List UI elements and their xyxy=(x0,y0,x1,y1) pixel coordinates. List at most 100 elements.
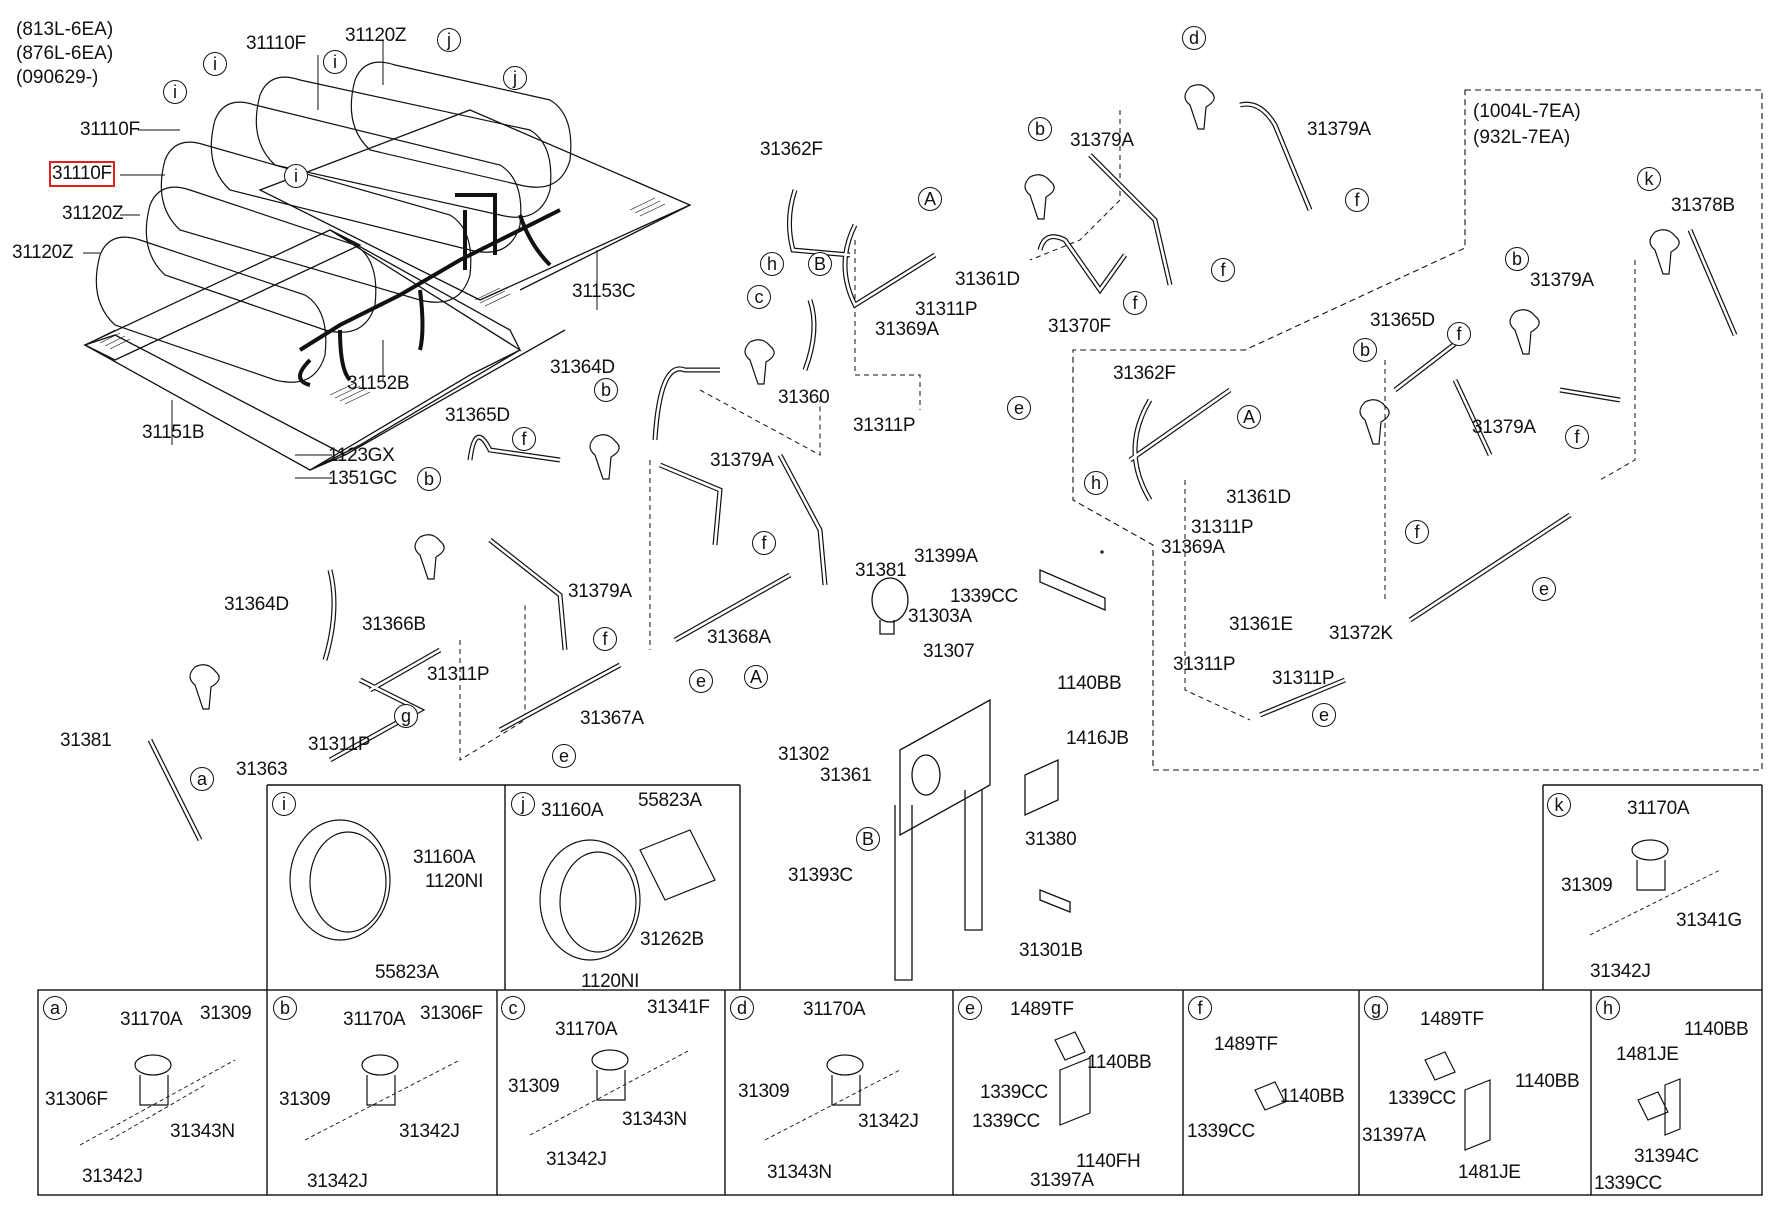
callout-e[interactable]: e xyxy=(1312,703,1336,727)
part-label[interactable]: 31379A xyxy=(568,581,632,602)
part-label[interactable]: 31362F xyxy=(1113,363,1176,384)
part-label[interactable]: 31379A xyxy=(710,450,774,471)
part-label[interactable]: 31393C xyxy=(788,865,853,886)
part-label[interactable]: 1140BB xyxy=(1684,1019,1749,1040)
part-label[interactable]: 31307 xyxy=(923,641,975,662)
part-label[interactable]: 31360 xyxy=(778,387,830,408)
part-label[interactable]: 31379A xyxy=(1472,417,1536,438)
part-label[interactable]: 1351GC xyxy=(328,468,397,489)
callout-h[interactable]: h xyxy=(1084,471,1108,495)
part-label[interactable]: 1120NI xyxy=(425,871,484,892)
part-label[interactable]: 31379A xyxy=(1070,130,1134,151)
part-label[interactable]: 31379A xyxy=(1530,270,1594,291)
callout-j[interactable]: j xyxy=(437,28,461,52)
part-label[interactable]: 31368A xyxy=(707,627,771,648)
callout-e[interactable]: e xyxy=(552,744,576,768)
callout-h[interactable]: h xyxy=(760,252,784,276)
part-label[interactable]: 31343N xyxy=(170,1121,235,1142)
part-label[interactable]: 31341G xyxy=(1676,910,1742,931)
callout-b[interactable]: b xyxy=(1353,338,1377,362)
callout-f[interactable]: f xyxy=(1565,425,1589,449)
part-label[interactable]: 55823A xyxy=(638,790,702,811)
part-label[interactable]: 1123GX xyxy=(328,445,395,466)
part-label[interactable]: 31361D xyxy=(1226,487,1291,508)
part-label[interactable]: 31397A xyxy=(1030,1170,1094,1191)
part-label[interactable]: 1489TF xyxy=(1420,1009,1484,1030)
part-label[interactable]: 1489TF xyxy=(1010,999,1074,1020)
part-label[interactable]: 31311P xyxy=(1173,654,1236,675)
part-label[interactable]: 1339CC xyxy=(1388,1088,1456,1109)
part-label[interactable]: 1140FH xyxy=(1076,1151,1141,1172)
callout-k[interactable]: k xyxy=(1637,167,1661,191)
callout-c[interactable]: c xyxy=(747,285,771,309)
part-label[interactable]: 31160A xyxy=(413,847,476,868)
callout-f[interactable]: f xyxy=(1123,291,1147,315)
callout-b[interactable]: b xyxy=(417,467,441,491)
part-label[interactable]: 31120Z xyxy=(345,25,407,46)
part-label[interactable]: 31342J xyxy=(307,1171,368,1192)
part-label[interactable]: 31170A xyxy=(343,1009,406,1030)
part-label[interactable]: 31170A xyxy=(555,1019,618,1040)
part-label[interactable]: 31311P xyxy=(1191,517,1254,538)
callout-f[interactable]: f xyxy=(593,627,617,651)
part-label[interactable]: 31110F xyxy=(246,33,306,54)
part-label[interactable]: 31379A xyxy=(1307,119,1371,140)
callout-B[interactable]: B xyxy=(808,252,832,276)
part-label[interactable]: 31301B xyxy=(1019,940,1083,961)
part-label[interactable]: 55823A xyxy=(375,962,439,983)
part-label[interactable]: 31170A xyxy=(1627,798,1690,819)
callout-A[interactable]: A xyxy=(918,187,942,211)
part-label[interactable]: 31311P xyxy=(427,664,490,685)
part-label[interactable]: 1339CC xyxy=(980,1082,1048,1103)
callout-e[interactable]: e xyxy=(689,669,713,693)
part-label[interactable]: 31309 xyxy=(1561,875,1613,896)
part-label[interactable]: 31170A xyxy=(120,1009,183,1030)
part-label[interactable]: 1140BB xyxy=(1515,1071,1580,1092)
part-label[interactable]: 1416JB xyxy=(1066,728,1129,749)
callout-A[interactable]: A xyxy=(744,665,768,689)
part-label[interactable]: 31369A xyxy=(875,319,939,340)
callout-b[interactable]: b xyxy=(1505,247,1529,271)
part-label[interactable]: 31364D xyxy=(550,357,615,378)
part-label[interactable]: 31309 xyxy=(200,1003,252,1024)
part-label[interactable]: 31364D xyxy=(224,594,289,615)
part-label[interactable]: 31160A xyxy=(541,800,604,821)
part-label[interactable]: 31380 xyxy=(1025,829,1077,850)
part-label[interactable]: 31397A xyxy=(1362,1125,1426,1146)
part-label[interactable]: 31363 xyxy=(236,759,288,780)
part-label[interactable]: 1339CC xyxy=(1187,1121,1255,1142)
part-label[interactable]: 1339CC xyxy=(1594,1173,1662,1194)
part-label[interactable]: 31365D xyxy=(1370,310,1435,331)
part-label[interactable]: 31151B xyxy=(142,422,205,443)
part-label[interactable]: 31381 xyxy=(60,730,112,751)
part-label[interactable]: 31120Z xyxy=(62,203,124,224)
part-label[interactable]: 31378B xyxy=(1671,195,1735,216)
part-label[interactable]: 31342J xyxy=(399,1121,460,1142)
highlighted-part-label[interactable]: 31110F xyxy=(49,161,115,187)
callout-i[interactable]: i xyxy=(323,50,347,74)
part-label[interactable]: 31311P xyxy=(915,299,978,320)
part-label[interactable]: 31343N xyxy=(767,1162,832,1183)
callout-b[interactable]: b xyxy=(594,378,618,402)
part-label[interactable]: 1481JE xyxy=(1458,1162,1521,1183)
callout-i[interactable]: i xyxy=(163,80,187,104)
part-label[interactable]: 1120NI xyxy=(581,971,640,992)
part-label[interactable]: 31306F xyxy=(45,1089,108,1110)
part-label[interactable]: 31153C xyxy=(572,281,636,302)
callout-f[interactable]: f xyxy=(1405,520,1429,544)
part-label[interactable]: 31110F xyxy=(80,119,140,140)
part-label[interactable]: 31394C xyxy=(1634,1146,1699,1167)
callout-j[interactable]: j xyxy=(503,66,527,90)
part-label[interactable]: 31306F xyxy=(420,1003,483,1024)
part-label[interactable]: 31152B xyxy=(347,373,410,394)
callout-f[interactable]: f xyxy=(1447,322,1471,346)
part-label[interactable]: 31170A xyxy=(803,999,866,1020)
part-label[interactable]: 31342J xyxy=(858,1111,919,1132)
part-label[interactable]: 1140BB xyxy=(1087,1052,1152,1073)
callout-f[interactable]: f xyxy=(1211,258,1235,282)
part-label[interactable]: 31342J xyxy=(1590,961,1651,982)
part-label[interactable]: 31303A xyxy=(908,606,972,627)
part-label[interactable]: 1339CC xyxy=(972,1111,1040,1132)
part-label[interactable]: 31361E xyxy=(1229,614,1293,635)
part-label[interactable]: 31343N xyxy=(622,1109,687,1130)
